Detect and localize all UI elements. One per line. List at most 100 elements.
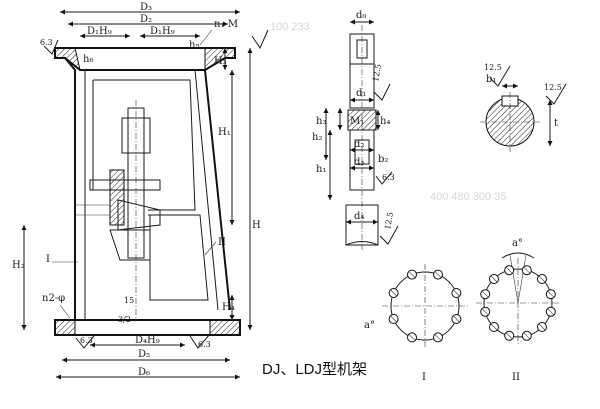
rough-symbol-keyslot-a bbox=[489, 65, 511, 87]
rough-d3: 6.3 bbox=[382, 173, 395, 182]
label-D5: D₅ bbox=[138, 349, 150, 360]
bolt-hole-mark bbox=[505, 266, 513, 274]
rough-symbol-d4 bbox=[379, 225, 399, 245]
right-wall-inner bbox=[194, 69, 219, 311]
label-H1: H₁ bbox=[218, 127, 231, 138]
rough-keyslot-a: 12.5 bbox=[484, 63, 502, 72]
figure-caption: DJ、LDJ型机架 bbox=[262, 361, 367, 378]
bolt-hole-mark bbox=[390, 289, 397, 297]
label-t: t bbox=[554, 118, 558, 129]
label-part-II: II bbox=[218, 237, 226, 248]
label-H: H bbox=[252, 220, 261, 231]
watermark-text-left: 100 233 bbox=[270, 21, 310, 33]
label-h2: h₂ bbox=[312, 132, 322, 143]
label-circle-II: II bbox=[512, 372, 520, 383]
top-flange-hatch-left bbox=[54, 47, 81, 72]
label-a-right: a° bbox=[512, 238, 523, 249]
frame-view: D₃ D₂ D₁H₉ D₁H₉ n₁-M 6.3 h₅ h₆ H₃ H₁ H H… bbox=[12, 2, 269, 380]
label-D1H9-right: D₁H₉ bbox=[150, 26, 175, 37]
leader-part-II bbox=[204, 241, 217, 256]
leader-n1M bbox=[199, 29, 213, 46]
leader-n2phi bbox=[59, 304, 71, 319]
label-h4: h₄ bbox=[380, 116, 390, 127]
bolt-hole-mark bbox=[390, 315, 397, 323]
shaft-section-d4 bbox=[345, 204, 379, 246]
label-n1M: n₁-M bbox=[214, 19, 238, 30]
rough-symbol-top-left bbox=[43, 39, 59, 55]
label-32: 3/2 bbox=[118, 315, 131, 324]
label-d1: d₁ bbox=[356, 88, 366, 99]
bolt-hole-mark bbox=[481, 308, 489, 316]
inner-window-bottom bbox=[148, 214, 209, 301]
label-H3: H₃ bbox=[214, 56, 227, 67]
bolt-hole-mark bbox=[490, 275, 498, 283]
bottom-flange-hatch-right bbox=[209, 319, 241, 336]
label-D1H9-left: D₁H₉ bbox=[87, 26, 112, 37]
bottom-flange-hatch-left bbox=[54, 319, 76, 336]
label-h5: h₅ bbox=[189, 40, 199, 51]
rough-symbol-keyslot-b bbox=[545, 83, 567, 105]
label-b2: b₂ bbox=[378, 154, 388, 165]
bolt-hole-mark bbox=[408, 271, 416, 278]
key-section-view: 12.5 b₁ 12.5 t bbox=[480, 63, 567, 152]
rough-bottom-left: 6.3 bbox=[80, 336, 93, 345]
right-wall-outer bbox=[204, 69, 231, 311]
bolt-hole-mark bbox=[434, 271, 442, 278]
bolt-hole-mark bbox=[490, 323, 498, 331]
label-n2phi: n2-φ bbox=[42, 293, 65, 304]
label-D3: D₃ bbox=[140, 2, 152, 13]
rough-keyslot-b: 12.5 bbox=[544, 83, 562, 92]
bolt-hole-mark bbox=[408, 334, 416, 341]
rough-symbol-top-right bbox=[251, 29, 269, 50]
left-wall-outer bbox=[64, 57, 76, 320]
bolt-circle-II: a° II bbox=[476, 238, 560, 383]
bolt-hole-mark bbox=[505, 332, 513, 340]
bolt-circle-I: a° I bbox=[364, 264, 468, 383]
bolt-hole-mark bbox=[453, 315, 460, 323]
bolt-hole-mark bbox=[547, 308, 555, 316]
label-D2: D₂ bbox=[140, 14, 152, 25]
rough-bottom-right: 6.3 bbox=[198, 340, 211, 349]
gear-body bbox=[117, 199, 161, 231]
bolt-hole-mark bbox=[523, 266, 531, 274]
bolt-hole-mark bbox=[434, 334, 442, 341]
label-H2: H₂ bbox=[12, 260, 25, 271]
rough-symbol-d0 bbox=[373, 83, 391, 101]
rough-symbol-bottom-right bbox=[189, 333, 211, 349]
upper-coupling bbox=[121, 117, 151, 154]
label-a-left: a° bbox=[364, 320, 375, 331]
rough-top-left: 6.3 bbox=[40, 38, 53, 47]
inner-window-top bbox=[93, 79, 196, 211]
bolt-hole-mark bbox=[523, 332, 531, 340]
shaft-section-d2 bbox=[349, 129, 375, 191]
label-D6: D₆ bbox=[138, 367, 150, 378]
lower-hub bbox=[109, 229, 151, 261]
label-b1: b₁ bbox=[486, 74, 496, 85]
rough-symbol-d3 bbox=[375, 171, 393, 185]
angle-ray-1 bbox=[509, 254, 519, 304]
bolt-hole-mark bbox=[481, 290, 489, 298]
bolt-hole-mark bbox=[547, 290, 555, 298]
bolt-hole-mark bbox=[538, 275, 546, 283]
gear-flange bbox=[89, 179, 161, 191]
label-d0: d₀ bbox=[356, 10, 366, 21]
shaft-collar-hatch bbox=[347, 109, 377, 131]
label-d2: d₂ bbox=[354, 139, 364, 150]
bearing-housing-hatch bbox=[109, 169, 125, 226]
label-circle-I: I bbox=[422, 372, 426, 383]
label-h3: h₃ bbox=[316, 116, 326, 127]
shaft-view: d₀ d₁ 12.5 h₃ M₁ h₄ h₂ h₁ d₂ d₃ b₂ 6.3 d… bbox=[312, 10, 399, 250]
keyway-top bbox=[356, 39, 368, 59]
label-d3: d₃ bbox=[354, 157, 364, 168]
rough-symbol-bottom-left bbox=[75, 335, 95, 349]
label-part-I: I bbox=[46, 254, 50, 265]
shaft-break bbox=[345, 241, 379, 246]
label-M1: M₁ bbox=[350, 116, 364, 127]
rough-d0: 12.5 bbox=[371, 63, 383, 82]
watermark-text-right: 400 480 300 35 bbox=[430, 191, 506, 203]
label-h6: h₆ bbox=[83, 54, 93, 65]
label-H4: H₄ bbox=[222, 302, 235, 313]
bolts-II bbox=[480, 265, 556, 341]
